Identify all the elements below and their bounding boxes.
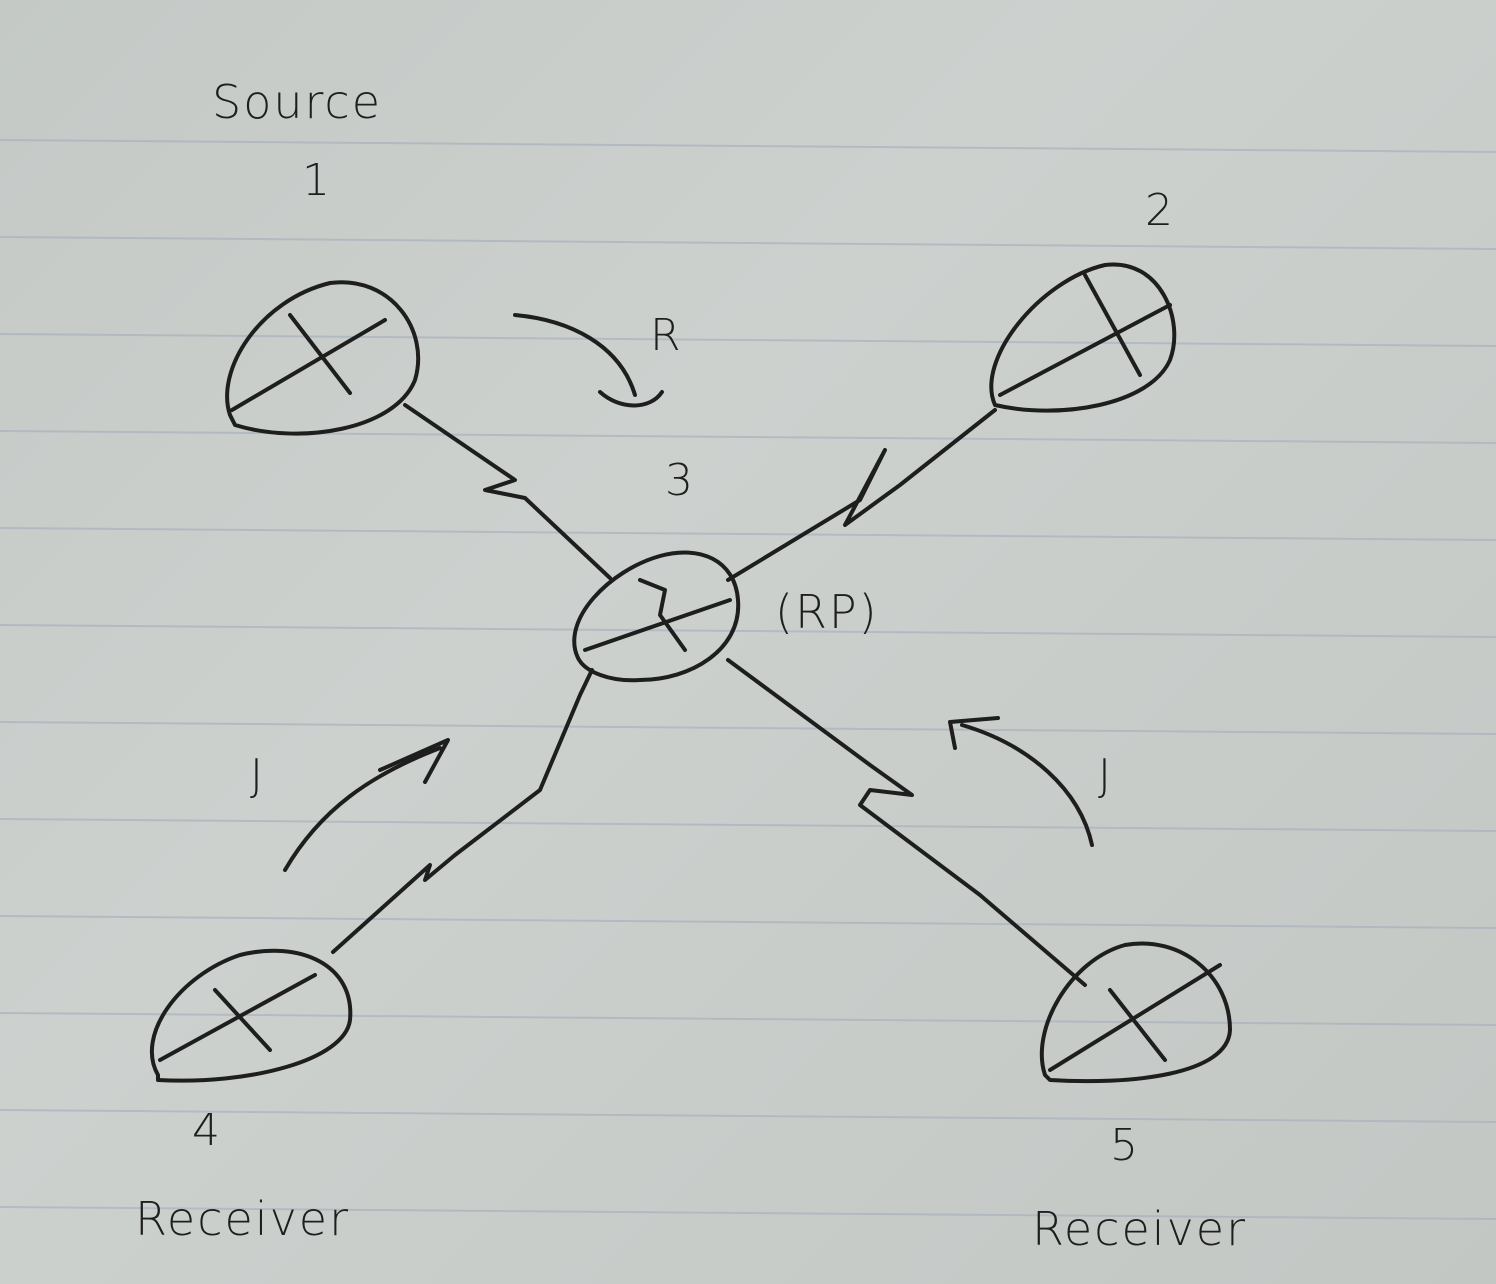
ruled-line (0, 818, 1496, 832)
register-label: R (650, 310, 681, 361)
link-1-3 (403, 403, 612, 580)
join-label-5: J (1098, 750, 1111, 801)
router-4 (150, 948, 353, 1083)
join-arrow-5 (948, 716, 1094, 847)
node-5-label: 5 (1110, 1120, 1138, 1171)
router-2 (989, 262, 1177, 413)
node-2-label: 2 (1145, 185, 1173, 236)
ruled-line (0, 1109, 1496, 1123)
receiver-label-5: Receiver (1032, 1202, 1247, 1256)
router-1 (225, 280, 421, 436)
node-4-label: 4 (192, 1105, 220, 1156)
join-label-4: J (250, 750, 263, 801)
ruled-line (0, 236, 1496, 250)
join-arrow-4 (283, 738, 450, 872)
link-4-3 (331, 668, 594, 954)
ruled-line (0, 915, 1496, 929)
register-arrow (513, 313, 664, 408)
link-2-3 (726, 408, 997, 582)
ruled-line (0, 1012, 1496, 1026)
link-5-3 (726, 658, 1087, 987)
rp-label: (RP) (775, 585, 879, 639)
ruled-line (0, 333, 1496, 347)
ruled-line (0, 430, 1496, 444)
receiver-label-4: Receiver (135, 1192, 350, 1246)
ruled-lines (0, 139, 1496, 1220)
router-3-rp (572, 550, 741, 683)
ruled-line (0, 1206, 1496, 1220)
ruled-line (0, 139, 1496, 153)
ruled-line (0, 527, 1496, 541)
ruled-line (0, 624, 1496, 638)
node-3-label: 3 (665, 455, 693, 506)
ruled-line (0, 721, 1496, 735)
source-label: Source (212, 75, 382, 129)
router-5 (1039, 941, 1232, 1084)
node-1-label: 1 (302, 155, 330, 206)
